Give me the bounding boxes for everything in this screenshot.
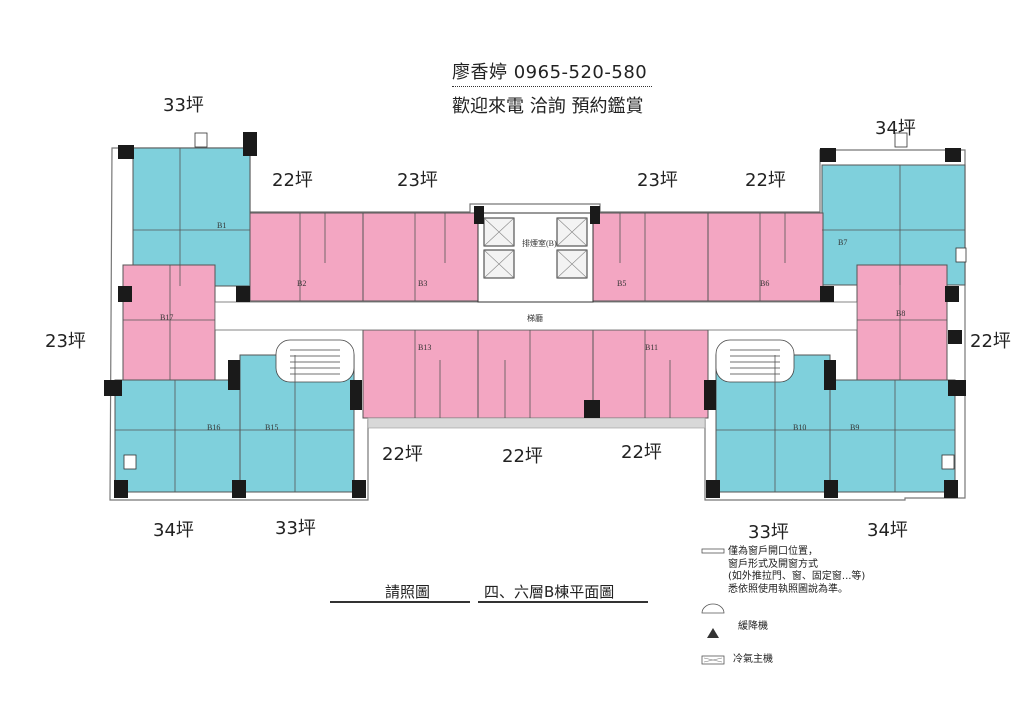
size-label-b15: 33坪 bbox=[275, 518, 316, 539]
svg-text:B2: B2 bbox=[297, 279, 306, 288]
svg-text:B5: B5 bbox=[617, 279, 626, 288]
legend-descender: 緩降機 bbox=[738, 621, 768, 632]
size-label-b13: 22坪 bbox=[382, 444, 423, 465]
window-markers bbox=[123, 132, 967, 470]
plan-title-left: 請照圖 bbox=[385, 583, 431, 601]
contact-tagline: 歡迎來電 洽詢 預約鑑賞 bbox=[452, 96, 644, 117]
window-legend-icon bbox=[701, 548, 725, 554]
pink-units bbox=[122, 212, 948, 419]
size-label-b16: 34坪 bbox=[153, 520, 194, 541]
size-label-b6: 22坪 bbox=[745, 170, 786, 191]
svg-text:B8: B8 bbox=[896, 309, 905, 318]
svg-text:B9: B9 bbox=[850, 423, 859, 432]
size-label-b11: 22坪 bbox=[621, 442, 662, 463]
unit-b17 bbox=[122, 264, 216, 381]
legend-window-note: 僅為窗戶開口位置， 窗戶形式及開窗方式 (如外推拉門、窗、固定窗...等) 悉依… bbox=[728, 546, 866, 595]
svg-text:B6: B6 bbox=[760, 279, 769, 288]
plan-title-right: 四、六層B棟平面圖 bbox=[484, 583, 615, 601]
partitions bbox=[115, 148, 965, 492]
descender-icon bbox=[701, 603, 725, 614]
svg-text:B17: B17 bbox=[160, 313, 173, 322]
unit-b16 bbox=[114, 379, 241, 493]
contact-divider bbox=[452, 86, 652, 87]
svg-text:B16: B16 bbox=[207, 423, 220, 432]
size-label-b3: 23坪 bbox=[397, 170, 438, 191]
legend-icons bbox=[701, 548, 725, 665]
legend-ac-unit: 冷氣主機 bbox=[733, 654, 773, 665]
staircases bbox=[275, 339, 795, 383]
svg-text:B11: B11 bbox=[645, 343, 658, 352]
balcony-strip bbox=[367, 417, 706, 429]
unit-b2 bbox=[249, 212, 364, 302]
corridor-label: 梯廳 bbox=[527, 314, 543, 323]
svg-text:B1: B1 bbox=[217, 221, 226, 230]
unit-b8 bbox=[856, 264, 948, 381]
size-label-b9: 34坪 bbox=[867, 520, 908, 541]
size-label-b1: 33坪 bbox=[163, 95, 204, 116]
size-label-b12: 22坪 bbox=[502, 446, 543, 467]
size-label-b10: 33坪 bbox=[748, 522, 789, 543]
svg-text:B7: B7 bbox=[838, 238, 847, 247]
unit-b9 bbox=[829, 379, 956, 493]
unit-b13 bbox=[362, 329, 479, 419]
structural-columns bbox=[104, 132, 966, 498]
elevator-core bbox=[477, 212, 594, 303]
lobby-label: 排煙室(B) bbox=[522, 239, 557, 248]
unit-b1 bbox=[132, 147, 251, 287]
unit-b12 bbox=[477, 329, 594, 419]
descender-triangle-icon bbox=[707, 628, 719, 638]
size-label-b17: 23坪 bbox=[45, 331, 86, 352]
svg-text:B3: B3 bbox=[418, 279, 427, 288]
unit-b5 bbox=[592, 212, 709, 302]
size-label-b8: 22坪 bbox=[970, 331, 1011, 352]
unit-b3 bbox=[362, 212, 479, 302]
size-label-b2: 22坪 bbox=[272, 170, 313, 191]
svg-text:B13: B13 bbox=[418, 343, 431, 352]
title-rule-right bbox=[478, 601, 648, 603]
svg-text:B10: B10 bbox=[793, 423, 806, 432]
size-label-b5: 23坪 bbox=[637, 170, 678, 191]
teal-units bbox=[114, 147, 966, 493]
svg-text:B15: B15 bbox=[265, 423, 278, 432]
unit-b6 bbox=[707, 212, 824, 302]
title-rule-left bbox=[330, 601, 470, 603]
size-label-b7: 34坪 bbox=[875, 118, 916, 139]
contact-name-phone: 廖香婷 0965-520-580 bbox=[452, 62, 648, 83]
